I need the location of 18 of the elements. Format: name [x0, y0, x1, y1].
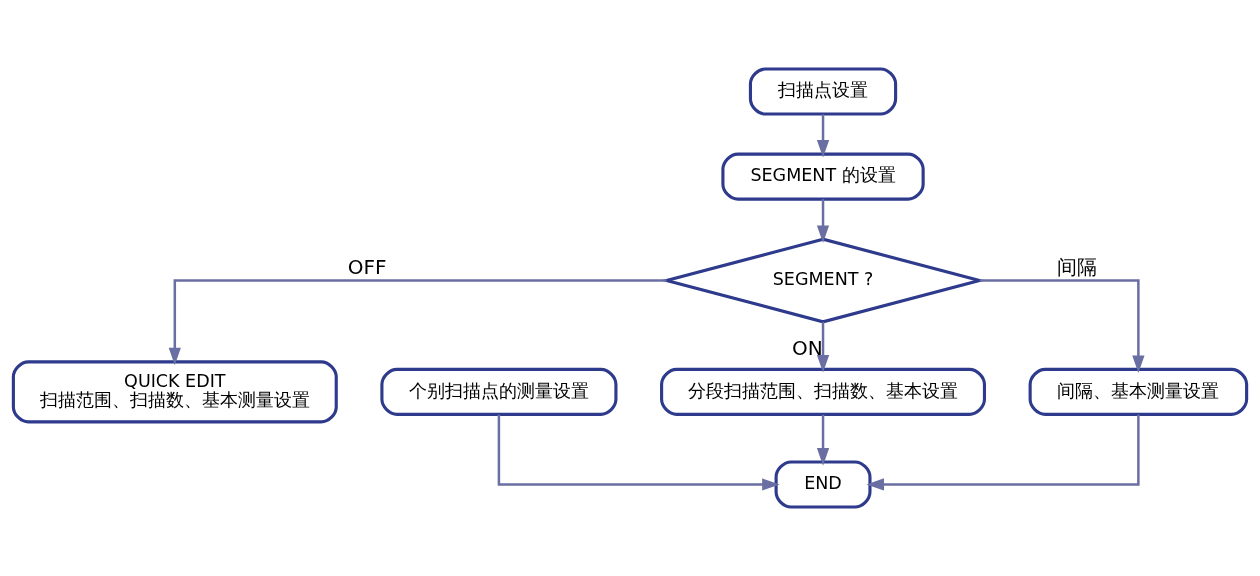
- edge-label: ON: [792, 336, 823, 361]
- arrow: [816, 321, 830, 373]
- node-box: 分段扫描范围、扫描数、基本设置: [660, 367, 987, 416]
- arrow: [816, 114, 830, 158]
- node-box: 间隔、基本测量设置: [1028, 367, 1249, 416]
- node-box: END: [774, 460, 872, 509]
- edge-label: OFF: [347, 254, 387, 279]
- arrow: [816, 199, 830, 243]
- edge-label: 间隔: [1057, 254, 1098, 279]
- arrow: [866, 414, 1140, 491]
- arrow: [816, 414, 830, 466]
- node-box: 个别扫描点的测量设置: [380, 367, 618, 416]
- node-box: SEGMENT 的设置: [721, 152, 925, 201]
- arrow: [497, 414, 780, 491]
- node-box: QUICK EDIT 扫描范围、扫描数、基本测量设置: [11, 360, 338, 424]
- node-box: 扫描点设置: [748, 67, 898, 116]
- arrow: [168, 279, 667, 366]
- arrow: [979, 279, 1145, 374]
